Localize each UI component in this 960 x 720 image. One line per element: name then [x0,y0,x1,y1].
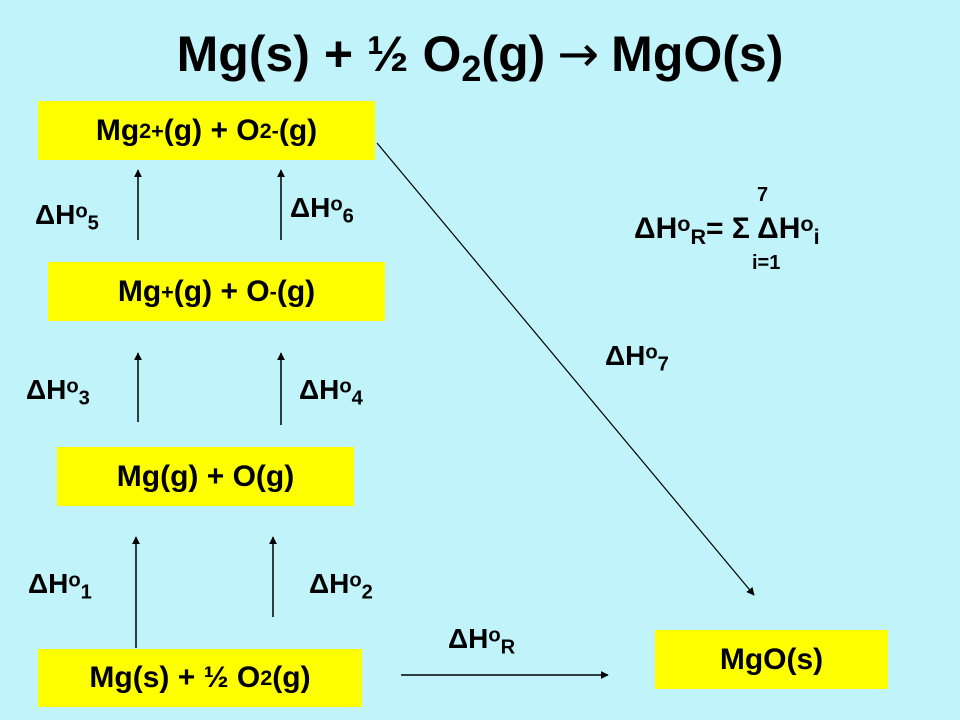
sum-formula: ΔHoR= Σ ΔHoi [634,211,820,250]
label-dh7: ΔHo7 [605,340,669,376]
title-reactants: Mg(s) + ½ O [176,26,462,82]
label-dhR: ΔHoR [448,623,516,659]
reaction-arrow-icon: → [557,25,600,83]
label-dh5: ΔHo5 [35,199,99,235]
equation-title: Mg(s) + ½ O2(g)→MgO(s) [0,24,960,87]
arrow-dh7 [376,142,755,596]
label-dh6: ΔHo6 [290,192,354,228]
sum-lower-limit: i=1 [752,252,781,274]
box-mg-o-gas: Mg(g) + O(g) [57,447,354,506]
title-gas-state: (g) [481,26,546,82]
box-product-mgo: MgO(s) [655,630,888,689]
label-dh4: ΔHo4 [299,374,363,410]
title-product: MgO(s) [611,26,784,82]
label-dh3: ΔHo3 [26,374,90,410]
title-o2-subscript: 2 [461,48,482,90]
box-mg1-o1-gas: Mg+(g) + O-(g) [48,262,385,321]
label-dh1: ΔHo1 [28,568,92,604]
sum-upper-limit: 7 [757,184,769,206]
label-dh2: ΔHo2 [309,568,373,604]
